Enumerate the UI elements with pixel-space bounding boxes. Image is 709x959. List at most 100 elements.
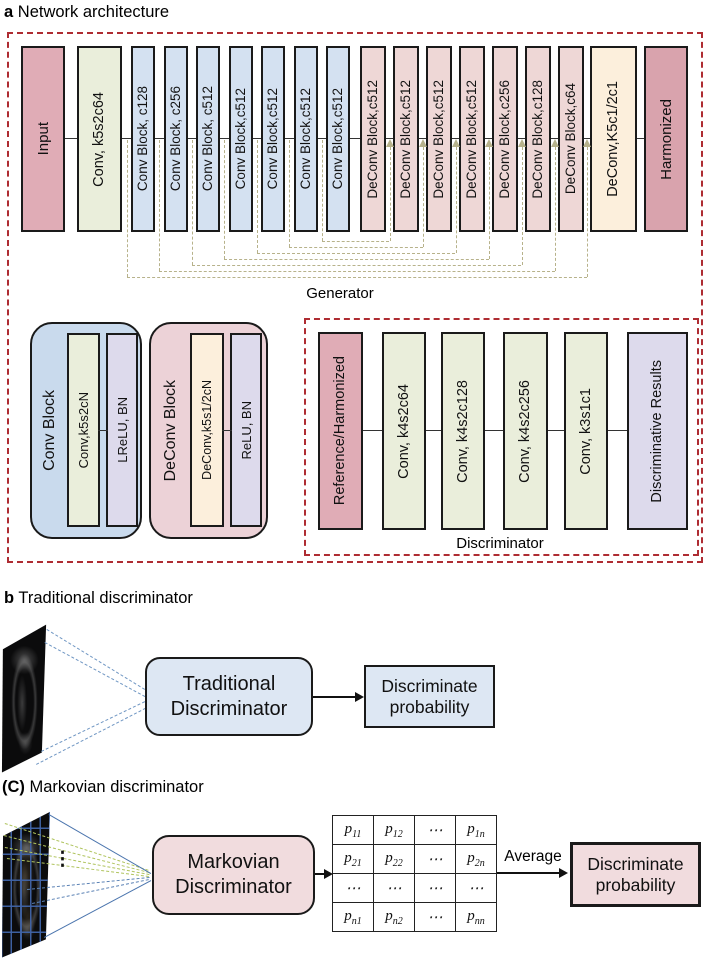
- skip-up-line: [521, 147, 523, 265]
- generator-block-9: DeConv Block,c512: [360, 46, 386, 232]
- generator-block-text: Harmonized: [657, 98, 675, 180]
- b-output-line2: probability: [389, 696, 470, 717]
- skip-arrowhead: [583, 139, 592, 147]
- markovian-discriminator-line1: Markovian: [187, 851, 280, 873]
- matrix-cell: ⋯: [414, 815, 456, 845]
- skip-up-line: [488, 147, 490, 259]
- generator-block-10: DeConv Block,c512: [393, 46, 419, 232]
- generator-block-text: DeConv Block,c512: [365, 79, 381, 199]
- b-projection-line: [44, 642, 145, 697]
- generator-block-text: DeConv Block,c512: [464, 79, 480, 199]
- skip-up-line: [422, 147, 424, 247]
- brain-mri-image: [1, 624, 47, 773]
- generator-block-text: DeConv,K5c1/2c1: [605, 81, 622, 197]
- c-arrow2-line: [497, 872, 560, 874]
- generator-block-5: Conv Block,c512: [228, 46, 253, 232]
- skip-arrowhead: [550, 139, 559, 147]
- generator-block-3: Conv Block, c256: [163, 46, 188, 232]
- matrix-cell: pn1: [332, 902, 374, 932]
- generator-block-text: Conv Block, c512: [200, 86, 216, 192]
- skip-horizontal-line: [191, 265, 522, 266]
- discriminator-block-5: Discriminative Results: [627, 332, 688, 530]
- skip-horizontal-line: [321, 241, 390, 242]
- b-arrow-line: [313, 696, 355, 698]
- generator-block-text: DeConv Block,c64: [563, 83, 579, 195]
- generator-block-6: Conv Block,c512: [261, 46, 285, 232]
- generator-block-17: Harmonized: [644, 46, 688, 232]
- generator-connector-line: [55, 138, 655, 139]
- generator-block-13: DeConv Block,c256: [492, 46, 518, 232]
- skip-down-line: [321, 140, 323, 241]
- skip-up-line: [587, 147, 588, 277]
- discriminator-block-2: Conv, k4s2c128: [441, 332, 485, 530]
- c-arrowhead2: [559, 868, 568, 878]
- skip-arrowhead: [517, 139, 526, 147]
- deconv-def-connector: [222, 430, 232, 431]
- deconv-layer-text: DeConv,k5s1/2cN: [199, 380, 214, 480]
- generator-block-text: Conv Block,c512: [265, 88, 281, 190]
- lrelu-bn-bar: LReLU, BN: [106, 333, 138, 527]
- panel-a-title: Network architecture: [17, 3, 170, 21]
- brain-mri-texture: [1, 624, 47, 773]
- generator-block-16: DeConv,K5c1/2c1: [590, 46, 637, 232]
- conv-def-connector: [98, 430, 108, 431]
- c-arrow1-line: [315, 873, 325, 875]
- matrix-cell: pn2: [373, 902, 415, 932]
- skip-horizontal-line: [126, 277, 587, 278]
- conv-layer-bar: Conv,k5s2cN: [67, 333, 100, 527]
- generator-block-text: Conv, k5s2c64: [91, 91, 108, 187]
- patch-grid-overlay: [2, 811, 50, 958]
- skip-arrowhead: [385, 139, 394, 147]
- average-label: Average: [504, 848, 562, 865]
- conv-layer-text: Conv,k5s2cN: [76, 391, 91, 469]
- skip-down-line: [289, 140, 290, 247]
- b-projection-line: [36, 708, 146, 765]
- conv-block-def-title-text: Conv Block: [41, 390, 58, 471]
- discriminator-connector-line: [335, 430, 647, 431]
- deconv-layer-bar: DeConv,k5s1/2cN: [190, 333, 224, 527]
- matrix-cell: p22: [373, 844, 415, 874]
- discriminator-block-3: Conv, k4s2c256: [503, 332, 548, 530]
- traditional-discriminator-line2: Discriminator: [170, 697, 288, 720]
- discriminator-block-text: Conv, k4s2c128: [454, 379, 471, 483]
- traditional-discriminator-line1: Traditional: [182, 672, 276, 695]
- generator-block-2: Conv Block, c128: [131, 46, 155, 232]
- discriminator-label: Discriminator: [456, 535, 544, 552]
- skip-up-line: [389, 147, 391, 241]
- relu-bn-text: ReLU, BN: [238, 400, 254, 460]
- skip-up-line: [455, 147, 457, 253]
- brain-mri-patches-image: [2, 811, 50, 958]
- panel-b-header: b Traditional discriminator: [4, 589, 193, 608]
- discriminator-block-text: Conv, k4s2c64: [395, 383, 412, 479]
- generator-block-text: Conv Block, c128: [135, 86, 151, 192]
- panel-b-label: b: [4, 589, 15, 607]
- skip-horizontal-line: [256, 253, 456, 254]
- discriminator-block-text: Conv, k4s2c256: [517, 379, 534, 483]
- markovian-discriminator-box: Markovian Discriminator: [152, 835, 315, 915]
- matrix-cell: p2n: [455, 844, 497, 874]
- deconv-block-def-title-text: DeConv Block: [162, 379, 179, 482]
- generator-block-11: DeConv Block,c512: [426, 46, 452, 232]
- matrix-cell: ⋯: [414, 902, 456, 932]
- skip-horizontal-line: [159, 271, 555, 272]
- generator-block-text: DeConv Block,c512: [398, 79, 414, 199]
- generator-block-8: Conv Block,c512: [326, 46, 350, 232]
- panel-c-label: (C): [2, 778, 25, 796]
- matrix-cell: ⋯: [332, 873, 374, 903]
- skip-horizontal-line: [224, 259, 489, 260]
- generator-block-7: Conv Block,c512: [293, 46, 318, 232]
- lrelu-bn-text: LReLU, BN: [114, 397, 130, 463]
- matrix-cell: ⋯: [373, 873, 415, 903]
- markovian-discriminator-line2: Discriminator: [175, 876, 292, 898]
- generator-block-text: Conv Block,c512: [297, 88, 313, 190]
- generator-block-text: DeConv Block,c128: [530, 79, 546, 199]
- matrix-cell: ⋯: [455, 873, 497, 903]
- discriminator-block-text: Discriminative Results: [649, 359, 666, 503]
- discriminator-block-4: Conv, k3s1c1: [564, 332, 608, 530]
- skip-arrowhead: [484, 139, 493, 147]
- generator-block-0: Input: [21, 46, 65, 232]
- discriminator-border: [304, 318, 699, 556]
- matrix-cell: p12: [373, 815, 415, 845]
